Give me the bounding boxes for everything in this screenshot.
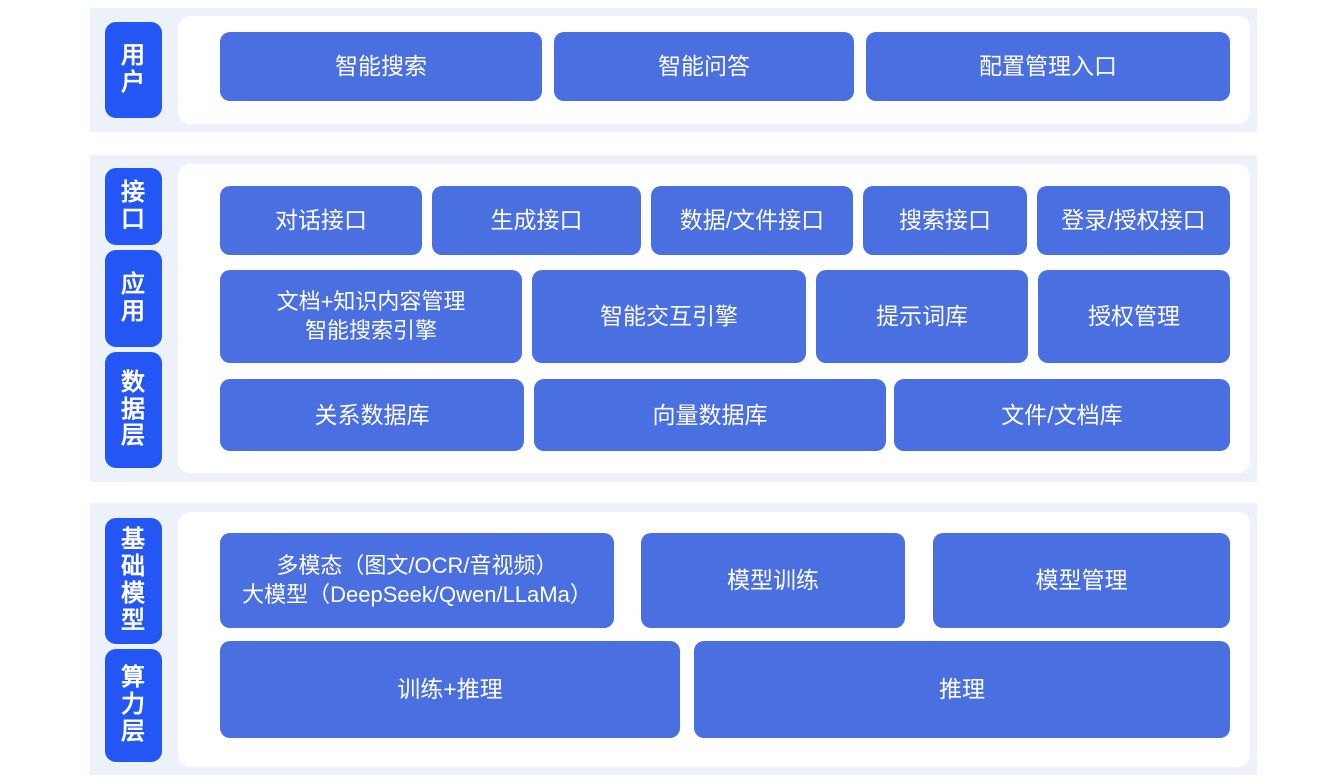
layer-tab-data-label: 数据层 [121,368,146,450]
box-api-generate[interactable]: 生成接口 [432,186,641,255]
box-compute-inference-label: 推理 [939,676,985,703]
box-user-smart-search[interactable]: 智能搜索 [220,32,542,101]
box-user-smart-qa-label: 智能问答 [658,53,750,80]
box-api-login-auth-label: 登录/授权接口 [1061,207,1206,234]
box-api-data-file-label: 数据/文件接口 [679,207,825,234]
box-model-training-label: 模型训练 [727,567,819,594]
box-api-search-label: 搜索接口 [899,207,991,234]
layer-tab-user[interactable]: 用户 [105,22,162,118]
box-model-multimodal-llm-label-1: 多模态（图文/OCR/音视频） [276,552,558,578]
box-model-management[interactable]: 模型管理 [933,533,1230,628]
box-user-smart-qa[interactable]: 智能问答 [554,32,854,101]
box-app-interaction-engine[interactable]: 智能交互引擎 [532,270,806,363]
layer-tab-data[interactable]: 数据层 [105,352,162,468]
box-data-relational-db-label: 关系数据库 [314,401,430,428]
box-app-prompt-library-label: 提示词库 [876,303,968,330]
box-user-config-management-entry-label: 配置管理入口 [979,53,1117,80]
layer-tab-api[interactable]: 接口 [105,168,162,245]
box-app-prompt-library[interactable]: 提示词库 [816,270,1028,363]
box-api-generate-label: 生成接口 [490,207,583,234]
layer-tab-model-label: 基础模型 [121,526,146,634]
box-data-file-doc-store-label: 文件/文档库 [1001,401,1123,428]
box-app-interaction-engine-label: 智能交互引擎 [600,303,738,330]
box-app-doc-knowledge-search-label-2: 智能搜索引擎 [304,317,437,343]
box-model-multimodal-llm[interactable]: 多模态（图文/OCR/音视频） 大模型（DeepSeek/Qwen/LLaMa） [220,533,614,628]
box-app-doc-knowledge-search-label-1: 文档+知识内容管理 [276,288,466,314]
box-model-multimodal-llm-label-2: 大模型（DeepSeek/Qwen/LLaMa） [242,581,592,607]
box-model-training[interactable]: 模型训练 [641,533,905,628]
box-compute-training-inference-label: 训练+推理 [397,676,503,703]
box-user-smart-search-label: 智能搜索 [335,53,427,80]
layer-tab-compute[interactable]: 算力层 [105,649,162,762]
layer-tab-api-label: 接口 [121,178,146,233]
box-data-file-doc-store[interactable]: 文件/文档库 [894,379,1230,451]
box-app-doc-knowledge-search[interactable]: 文档+知识内容管理 智能搜索引擎 [220,270,522,363]
box-compute-training-inference[interactable]: 训练+推理 [220,641,680,738]
layer-tab-app-label: 应用 [121,270,146,325]
box-data-vector-db[interactable]: 向量数据库 [534,379,886,451]
box-data-vector-db-label: 向量数据库 [652,401,768,428]
box-api-login-auth[interactable]: 登录/授权接口 [1037,186,1230,255]
box-api-data-file[interactable]: 数据/文件接口 [651,186,853,255]
layer-tab-user-label: 用户 [121,42,146,96]
box-api-search[interactable]: 搜索接口 [863,186,1027,255]
box-app-auth-management[interactable]: 授权管理 [1038,270,1230,363]
box-api-dialog-label: 对话接口 [275,207,367,234]
layer-tab-model[interactable]: 基础模型 [105,518,162,644]
layer-tab-compute-label: 算力层 [121,664,146,745]
box-compute-inference[interactable]: 推理 [694,641,1230,738]
box-user-config-management-entry[interactable]: 配置管理入口 [866,32,1230,101]
box-model-management-label: 模型管理 [1035,567,1128,594]
box-app-auth-management-label: 授权管理 [1088,303,1180,330]
box-data-relational-db[interactable]: 关系数据库 [220,379,524,451]
layer-tab-app[interactable]: 应用 [105,250,162,347]
box-api-dialog[interactable]: 对话接口 [220,186,422,255]
